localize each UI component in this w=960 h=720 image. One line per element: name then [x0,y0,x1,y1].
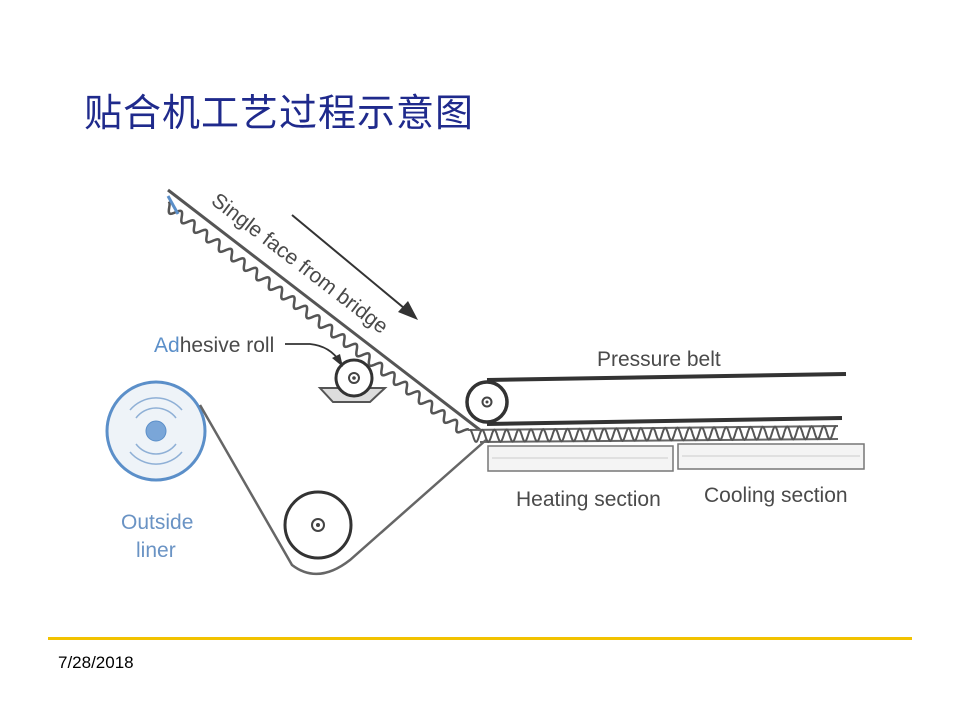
liner-web-path [198,404,487,576]
label-adhesive-roll: Adhesive roll [154,334,274,357]
label-adhesive-roll-suffix: hesive roll [180,334,275,357]
label-heating-section: Heating section [516,488,661,511]
label-outside-liner-line1: Outside [121,511,193,534]
adhesive-roll [285,343,388,403]
label-single-face: Single face from bridge [207,189,392,339]
label-pressure-belt: Pressure belt [597,348,721,371]
direction-arrow [291,214,418,320]
guide-roller [283,490,353,560]
slide-title: 贴合机工艺过程示意图 [84,91,475,135]
single-face-web [166,188,481,434]
cooling-plate [677,443,865,470]
label-outside-liner-line2: liner [136,539,176,562]
heating-plate [487,445,674,472]
outside-liner-reel [105,380,207,482]
footer-divider [48,637,912,640]
pressure-belt [465,372,847,426]
label-adhesive-roll-prefix: Ad [154,334,180,357]
footer-date: 7/28/2018 [58,653,134,672]
label-cooling-section: Cooling section [704,484,848,507]
combined-board [467,424,839,444]
